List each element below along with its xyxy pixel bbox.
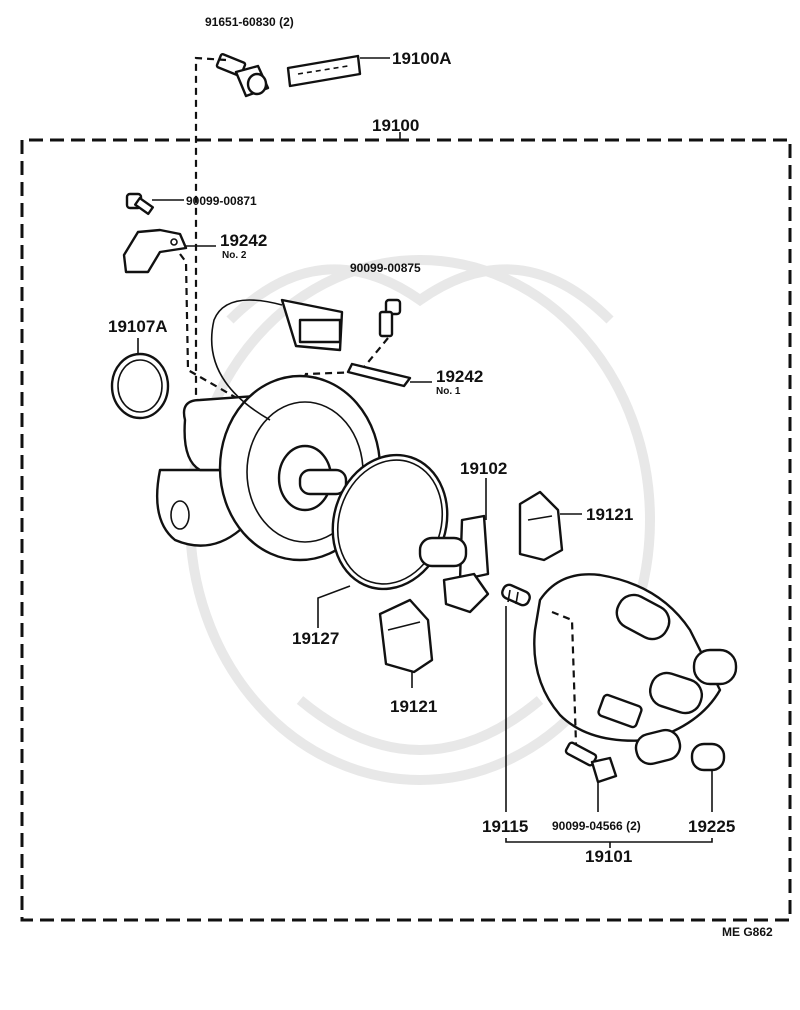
clamp-no1 (346, 362, 412, 388)
label-bolt-top: 91651-60830 (2) (205, 15, 294, 29)
o-ring (110, 352, 170, 420)
assembly-frame (20, 138, 792, 922)
label-screw-small: 90099-00871 (186, 194, 257, 208)
label-screw-clamp: 90099-00875 (350, 261, 421, 275)
screw-small (125, 192, 155, 216)
label-clamp-no1-sub: No. 1 (436, 386, 461, 397)
bolt-top-leader (194, 56, 227, 520)
label-cap-screw: 90099-04566 (2) (552, 819, 641, 833)
clamp-no2 (122, 228, 188, 274)
label-cover-bottom: 19121 (390, 697, 437, 716)
label-gasket: 19127 (292, 629, 339, 648)
cover-bottom (378, 598, 434, 674)
label-plate (286, 54, 362, 88)
label-spring: 19115 (482, 817, 528, 836)
rotor (418, 514, 490, 614)
label-clamp-no2: 19242 (220, 231, 267, 250)
label-cover-right: 19121 (586, 505, 633, 524)
label-figure-code: ME G862 (722, 925, 773, 939)
boot (690, 742, 726, 772)
cap-screw (564, 741, 618, 784)
label-boot: 19225 (688, 817, 735, 836)
label-label-plate: 19100A (392, 49, 452, 68)
label-o-ring: 19107A (108, 317, 168, 336)
label-rotor: 19102 (460, 459, 507, 478)
label-clamp-no1: 19242 (436, 367, 483, 386)
label-cap-assembly: 19101 (585, 847, 632, 866)
label-clamp-no2-sub: No. 2 (222, 250, 247, 261)
label-assembly: 19100 (372, 116, 419, 135)
spring (501, 583, 531, 607)
screw-clamp (378, 298, 402, 338)
distributor-cap (533, 573, 738, 766)
cover-right (518, 490, 564, 562)
